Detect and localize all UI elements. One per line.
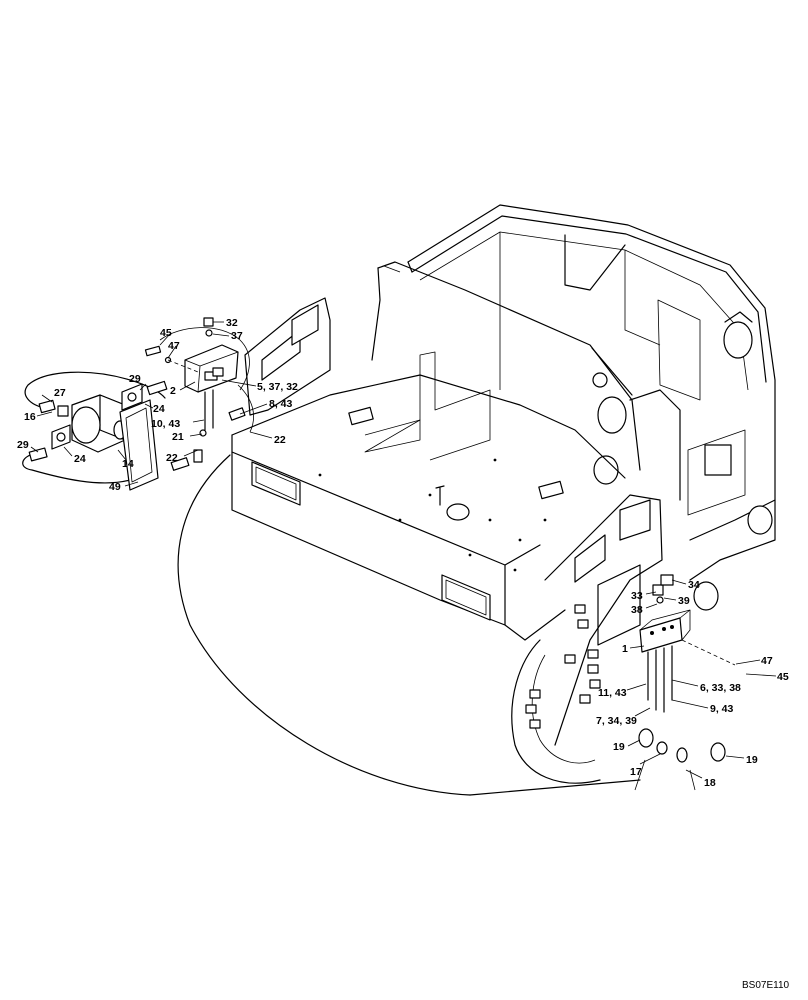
callout-22: 22: [166, 452, 178, 464]
hose-lines: [159, 327, 254, 433]
callout-38: 38: [631, 604, 643, 616]
callout-11-43: 11, 43: [598, 687, 627, 699]
callout-24: 24: [74, 453, 86, 465]
callout-18: 18: [704, 777, 716, 789]
callout-19: 19: [613, 741, 625, 753]
callout-45: 45: [160, 327, 172, 339]
callout-16: 16: [24, 411, 36, 423]
callout-49: 49: [109, 481, 121, 493]
callout-10-43: 10, 43: [151, 418, 180, 430]
pump-assembly: [22, 371, 203, 491]
callouts: 32 45 47 37 27 29 2 5, 37, 32 16 24 8, 4…: [17, 317, 789, 789]
callout-34: 34: [688, 579, 700, 591]
callout-8-43: 8, 43: [269, 398, 293, 410]
callout-17: 17: [630, 766, 642, 778]
callout-2: 2: [170, 385, 176, 397]
callout-39: 39: [678, 595, 690, 607]
left-side-plate: [244, 297, 331, 416]
callout-1: 1: [622, 643, 628, 655]
callout-9-43: 9, 43: [710, 703, 734, 715]
callout-29: 29: [17, 439, 29, 451]
right-side-plate: [525, 494, 663, 746]
callout-6-33-38: 6, 33, 38: [700, 682, 741, 694]
callout-5-37-32: 5, 37, 32: [257, 381, 298, 393]
callout-19: 19: [746, 754, 758, 766]
drawing-reference-code: BS07E110: [742, 980, 790, 991]
callout-29: 29: [129, 373, 141, 385]
callout-32: 32: [226, 317, 238, 329]
callout-33: 33: [631, 590, 643, 602]
callout-27: 27: [54, 387, 66, 399]
callout-37: 37: [231, 330, 243, 342]
rear-frame: [407, 204, 776, 611]
callout-22: 22: [274, 434, 286, 446]
callout-45: 45: [777, 671, 789, 683]
drum-bolts: [525, 604, 601, 729]
callout-7-34-39: 7, 34, 39: [596, 715, 637, 727]
callout-47: 47: [168, 340, 180, 352]
deck-plate: [231, 351, 626, 641]
callout-14: 14: [122, 458, 134, 470]
callout-21: 21: [172, 431, 184, 443]
valve-block-assembly: [634, 574, 736, 791]
bulkhead-panel: [371, 261, 641, 471]
callout-47: 47: [761, 655, 773, 667]
callout-24: 24: [153, 403, 165, 415]
drum: [177, 454, 641, 796]
